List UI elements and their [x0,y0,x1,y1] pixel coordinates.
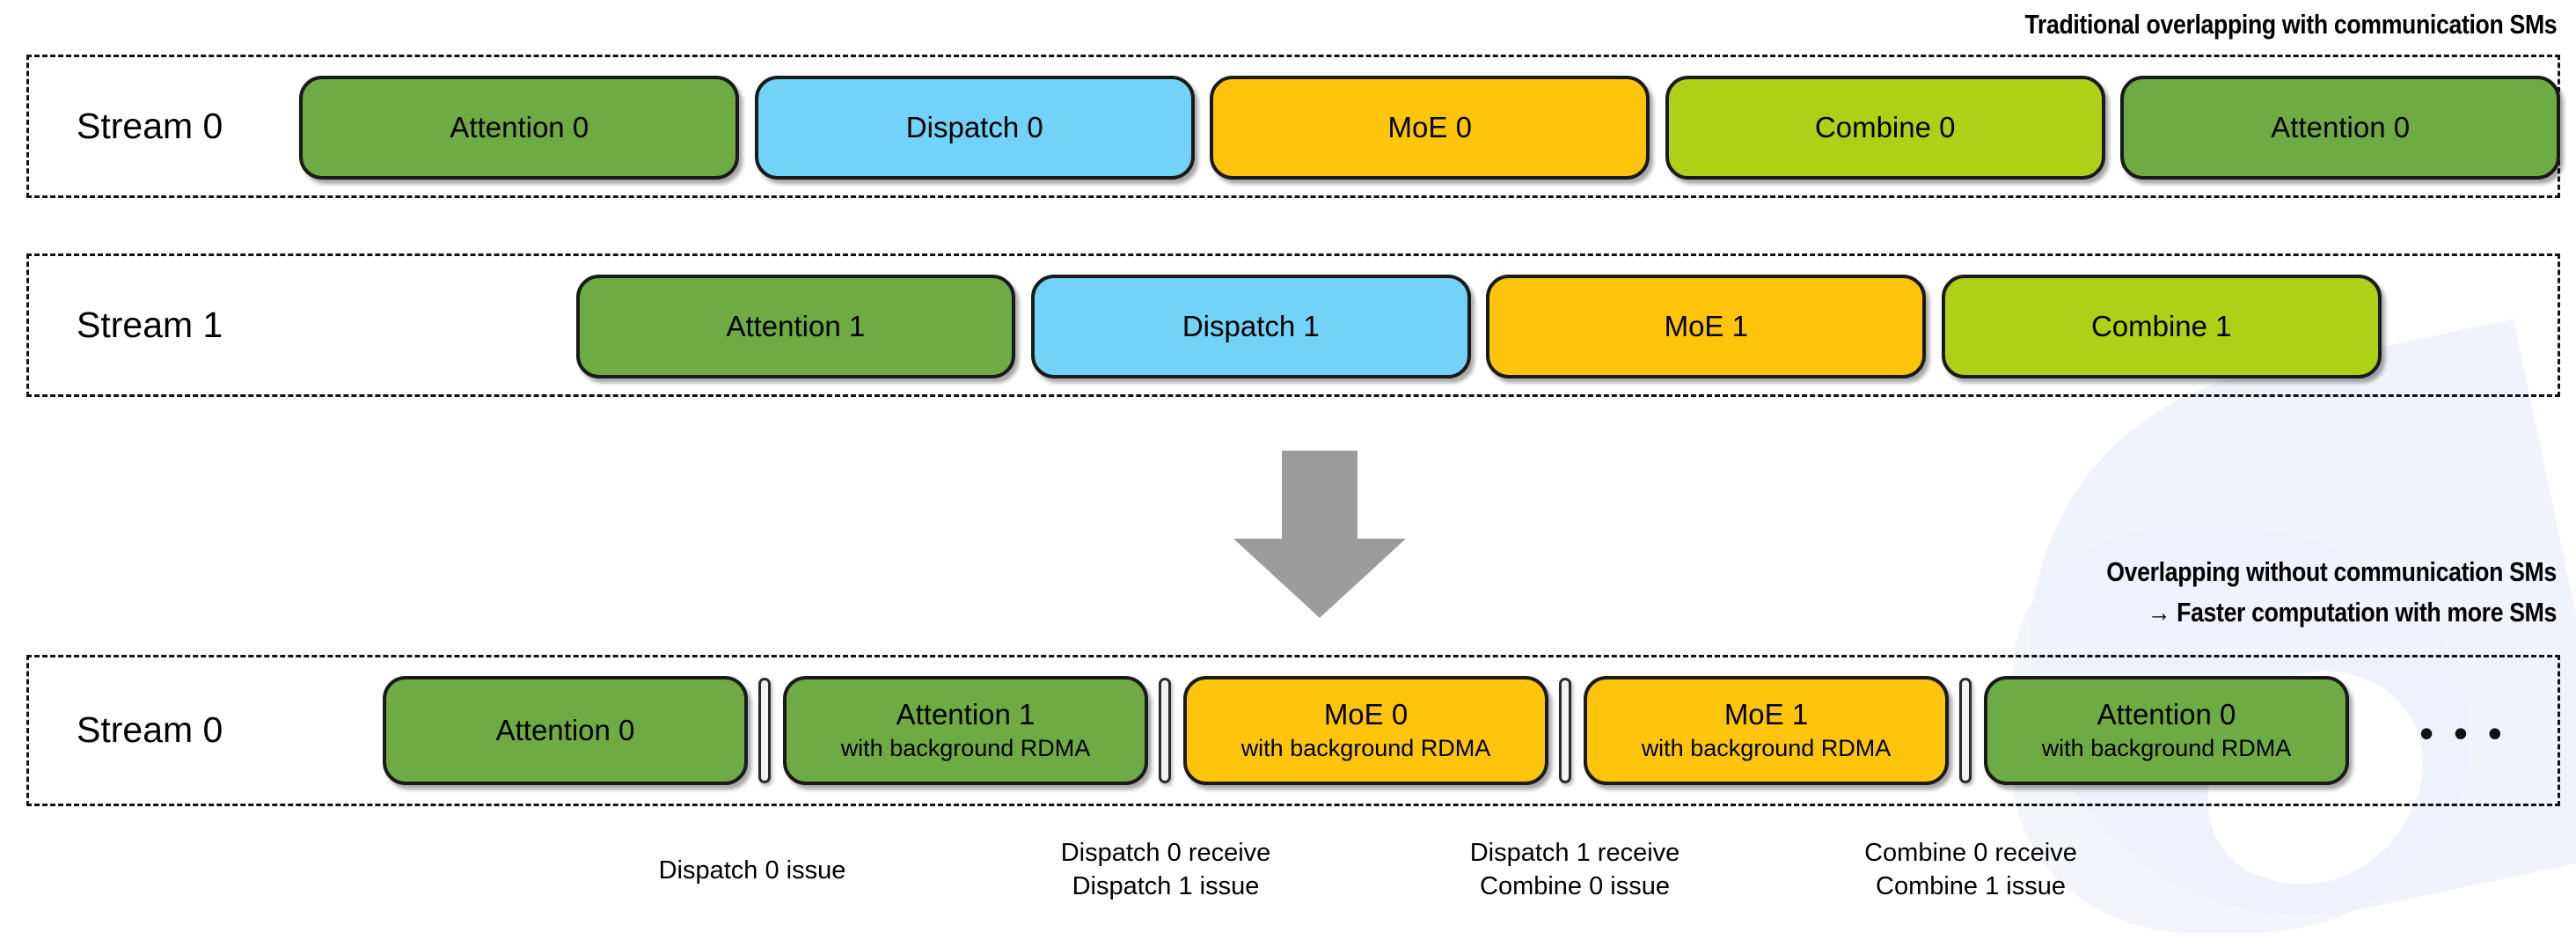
stream-label: Stream 0 [77,105,223,146]
stream-separator-bar [1959,678,1972,783]
timeline-note-line: Combine 1 issue [1876,872,2066,901]
task-box-title: Dispatch 0 [905,110,1043,143]
stream-label: Stream 1 [77,304,223,345]
optimized-section-heading-line1: Overlapping without communication SMs [2106,556,2557,587]
task-box-attention-1[interactable]: Attention 1 with background RDMA [783,676,1148,785]
task-box-moe-1[interactable]: MoE 1 with background RDMA [1584,676,1949,785]
stream-separator-bar [1559,678,1571,783]
task-box-title: Attention 0 [450,110,589,143]
task-box-combine-0[interactable]: Combine 0 [1665,76,2105,180]
task-box-title: Attention 0 [2271,110,2411,143]
timeline-note-line: Combine 0 issue [1480,872,1670,901]
task-box-title: Attention 1 [896,698,1036,731]
arrow-head [1233,539,1406,618]
task-box-title: Combine 1 [2090,309,2232,342]
task-box-subtitle: with background RDMA [1641,735,1892,762]
task-box-moe-0[interactable]: MoE 0 [1210,76,1650,180]
timeline-note-line: Dispatch 1 issue [1072,872,1260,901]
task-box-title: Attention 0 [495,713,635,746]
task-box-title: Combine 0 [1814,110,1956,143]
task-box-title: MoE 0 [1323,698,1409,731]
traditional-section-heading: Traditional overlapping with communicati… [2024,9,2557,40]
task-box-title: Attention 1 [726,309,866,342]
stream-separator-bar [1159,678,1171,783]
timeline-note-line: Dispatch 0 receive [1060,839,1271,867]
task-box-dispatch-1[interactable]: Dispatch 1 [1031,275,1471,378]
task-box-subtitle: with background RDMA [840,735,1091,762]
task-box-attention-0[interactable]: Attention 0 [383,676,748,785]
stream-label: Stream 0 [77,709,223,750]
arrow-shaft [1282,451,1358,543]
task-box-title: MoE 1 [1664,309,1748,342]
task-box-title: Dispatch 1 [1182,309,1320,342]
task-box-attention-0[interactable]: Attention 0 [2120,76,2560,180]
timeline-note-line: Combine 0 receive [1864,839,2077,867]
task-box-subtitle: with background RDMA [1240,735,1491,762]
task-box-title: MoE 1 [1723,698,1809,731]
optimized-section-heading-line2: → Faster computation with more SMs [2147,597,2558,628]
task-box-title: MoE 0 [1387,110,1472,143]
timeline-note: Dispatch 0 issue [576,854,928,887]
timeline-note-line: Dispatch 1 receive [1469,839,1680,867]
task-box-moe-1[interactable]: MoE 1 [1486,275,1927,378]
timeline-note-line: Dispatch 0 issue [658,856,846,885]
stream-row-0: Stream 0 [26,55,2560,198]
task-box-combine-1[interactable]: Combine 1 [1941,275,2382,378]
stream-row-1: Stream 1 [26,253,2560,397]
ellipsis-indicator: • • • [2419,710,2506,756]
stream-separator-bar [758,678,771,783]
task-box-subtitle: with background RDMA [2041,735,2292,762]
task-box-attention-0[interactable]: Attention 0 [299,76,740,180]
task-box-moe-0[interactable]: MoE 0 with background RDMA [1183,676,1548,785]
task-box-attention-0[interactable]: Attention 0 with background RDMA [1984,676,2349,785]
task-box-attention-1[interactable]: Attention 1 [575,275,1016,378]
task-box-title: Attention 0 [2097,698,2236,731]
task-box-dispatch-0[interactable]: Dispatch 0 [754,76,1195,180]
down-arrow-icon [1233,451,1406,618]
